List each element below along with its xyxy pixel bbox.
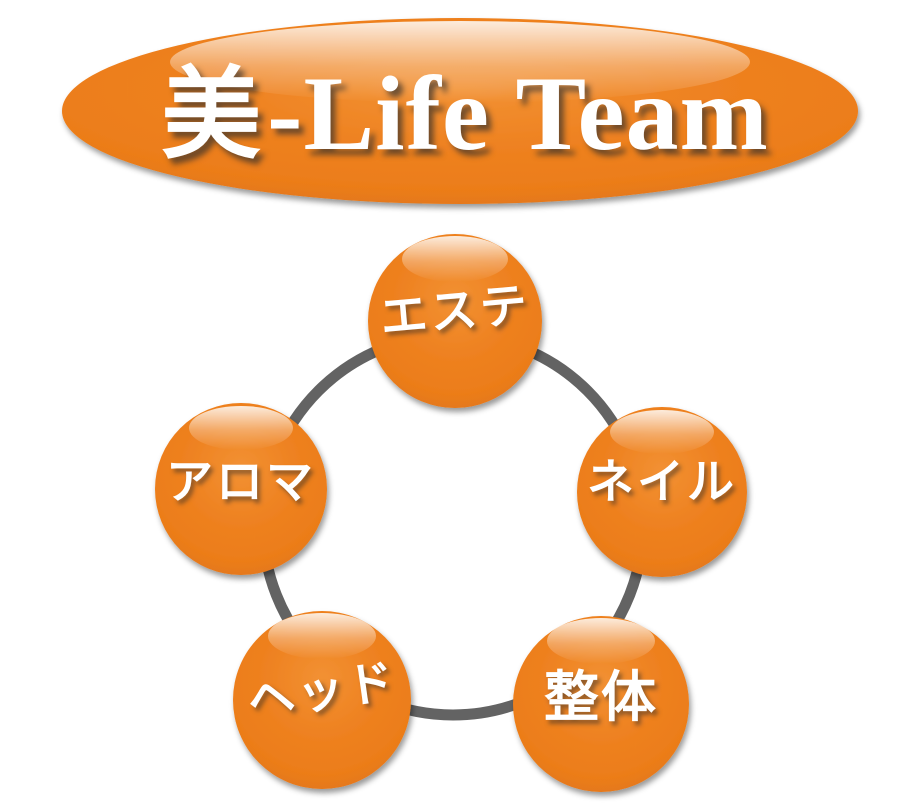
node-gloss-highlight — [402, 236, 508, 282]
node-circle — [155, 403, 327, 575]
banner-title-latin: -Life Team — [267, 55, 769, 172]
node-head: ヘッド — [233, 611, 411, 789]
node-label-aroma: アロマ — [166, 455, 316, 510]
node-circle — [368, 234, 542, 408]
banner-gloss-highlight — [170, 21, 750, 103]
banner-title: 美 -Life Team — [161, 55, 769, 173]
node-aroma: アロマ — [155, 403, 327, 575]
node-gloss-highlight — [610, 410, 714, 454]
node-nail: ネイル — [577, 407, 747, 577]
node-gloss-highlight — [547, 618, 655, 664]
node-circle — [577, 407, 747, 577]
node-gloss-highlight — [268, 613, 376, 659]
node-circle — [233, 611, 411, 789]
node-gloss-highlight — [189, 406, 293, 450]
banner-title-kanji: 美 — [161, 55, 262, 173]
banner: 美 -Life Team — [62, 18, 858, 204]
node-seitai: 整体 — [513, 616, 689, 792]
node-circle — [513, 616, 689, 792]
node-label-nail: ネイル — [587, 455, 737, 510]
node-label-seitai: 整体 — [544, 665, 658, 729]
node-esthe: エステ — [368, 234, 542, 408]
node-label-esthe: エステ — [378, 278, 532, 346]
